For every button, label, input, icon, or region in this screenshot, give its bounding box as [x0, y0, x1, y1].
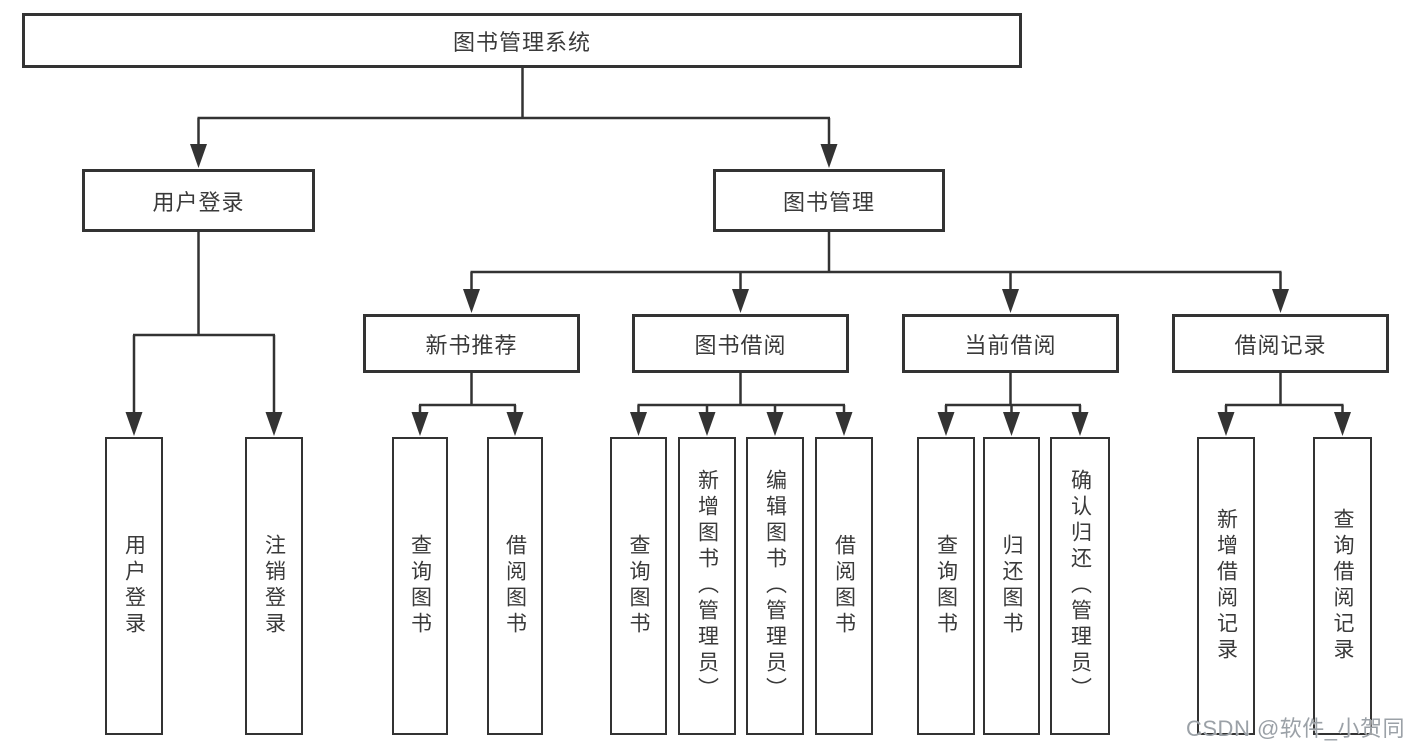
node-user-login: 用户登录 — [82, 169, 315, 232]
arrowhead-icons — [125, 144, 1351, 436]
connector-borrow-record-to-leaves — [1224, 373, 1344, 420]
leaf-label: 确认归还（管理员） — [1068, 469, 1092, 703]
arrow-down-icon — [1272, 289, 1289, 313]
node-book-borrow: 图书借阅 — [632, 314, 849, 373]
arrow-down-icon — [630, 412, 647, 436]
arrow-down-icon — [766, 412, 784, 436]
arrow-down-icon — [411, 412, 429, 436]
arrow-down-icon — [698, 412, 716, 436]
leaf-label: 新增图书（管理员） — [695, 469, 719, 703]
arrow-down-icon — [125, 412, 143, 436]
leaf-label: 注销登录 — [262, 534, 286, 638]
arrow-down-icon — [463, 289, 480, 313]
arrow-down-icon — [1003, 412, 1020, 436]
node-label: 用户登录 — [152, 189, 245, 215]
leaf-user-login: 用户登录 — [105, 437, 163, 735]
node-current-borrow: 当前借阅 — [902, 314, 1119, 373]
leaf-label: 用户登录 — [122, 534, 146, 638]
leaf-logout: 注销登录 — [245, 437, 303, 735]
arrow-down-icon — [820, 144, 838, 168]
arrow-down-icon — [1334, 412, 1351, 436]
leaf-current-return-book: 归还图书 — [983, 437, 1040, 735]
leaf-current-query-book: 查询图书 — [917, 437, 975, 735]
arrow-down-icon — [265, 412, 283, 436]
connector-user-login-to-leaves — [132, 232, 276, 420]
arrow-down-icon — [732, 289, 749, 313]
arrow-down-icon — [937, 412, 955, 436]
arrow-down-icon — [506, 412, 524, 436]
leaf-rec-query-book: 查询图书 — [392, 437, 448, 735]
node-label: 图书管理系统 — [452, 29, 591, 55]
node-new-book-recommend: 新书推荐 — [363, 314, 580, 373]
node-borrow-record: 借阅记录 — [1172, 314, 1389, 373]
leaf-record-add: 新增借阅记录 — [1197, 437, 1255, 735]
arrow-down-icon — [1002, 289, 1019, 313]
leaf-label: 查询图书 — [934, 534, 958, 638]
connector-book-mgmt-to-level3 — [470, 232, 1282, 296]
leaf-label: 编辑图书（管理员） — [763, 469, 787, 703]
connector-book-borrow-to-leaves — [637, 373, 846, 420]
leaf-label: 归还图书 — [1000, 534, 1023, 638]
arrow-down-icon — [1071, 412, 1089, 436]
arrow-down-icon — [190, 144, 207, 168]
node-label: 借阅记录 — [1234, 332, 1327, 358]
leaf-label: 查询图书 — [627, 534, 650, 638]
arrow-down-icon — [1217, 412, 1235, 436]
leaf-label: 查询图书 — [408, 534, 432, 638]
leaf-current-confirm-return-admin: 确认归还（管理员） — [1050, 437, 1110, 735]
leaf-record-query: 查询借阅记录 — [1313, 437, 1372, 735]
node-root-system: 图书管理系统 — [22, 13, 1022, 68]
csdn-watermark: CSDN @软件_小贺同学 — [1186, 716, 1405, 741]
node-label: 新书推荐 — [425, 332, 518, 358]
node-book-management: 图书管理 — [713, 169, 945, 232]
leaf-borrow-query-book: 查询图书 — [610, 437, 667, 735]
leaf-borrow-add-book-admin: 新增图书（管理员） — [678, 437, 736, 735]
leaf-label: 借阅图书 — [832, 534, 856, 638]
leaf-label: 借阅图书 — [503, 534, 527, 638]
node-label: 图书借阅 — [694, 332, 787, 358]
leaf-borrow-edit-book-admin: 编辑图书（管理员） — [746, 437, 804, 735]
leaf-label: 查询借阅记录 — [1331, 508, 1354, 664]
leaf-borrow-borrow-book: 借阅图书 — [815, 437, 873, 735]
arrow-down-icon — [835, 412, 853, 436]
connector-new-book-to-leaves — [418, 373, 517, 420]
node-label: 图书管理 — [782, 189, 875, 215]
leaf-rec-borrow-book: 借阅图书 — [487, 437, 543, 735]
node-label: 当前借阅 — [964, 332, 1057, 358]
leaf-label: 新增借阅记录 — [1214, 508, 1238, 664]
connector-root-to-level2 — [197, 68, 831, 152]
